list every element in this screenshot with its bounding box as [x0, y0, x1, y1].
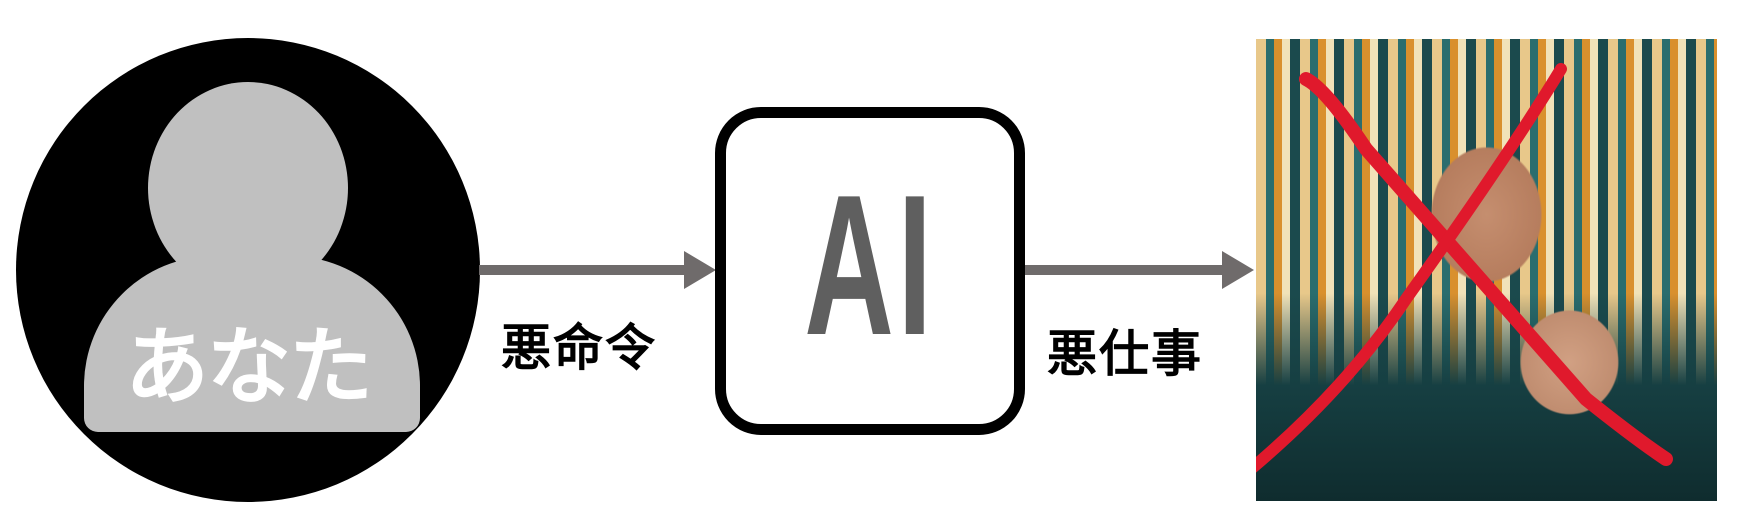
user-label: あなた — [124, 318, 373, 416]
user-avatar: あなた — [16, 38, 480, 502]
edge-label-bad-command: 悪命令 — [501, 319, 657, 377]
ai-label: AI — [804, 154, 936, 377]
arrow-ai-to-result — [1025, 265, 1225, 275]
arrow-user-to-ai — [479, 265, 687, 275]
arrow-head-icon — [1222, 251, 1254, 289]
red-x-icon — [1256, 63, 1673, 473]
person-body-icon — [84, 256, 420, 432]
ai-box: AI — [715, 107, 1025, 435]
generated-image — [1256, 39, 1717, 501]
edge-label-bad-work: 悪仕事 — [1047, 325, 1203, 383]
arrow-head-icon — [684, 251, 716, 289]
